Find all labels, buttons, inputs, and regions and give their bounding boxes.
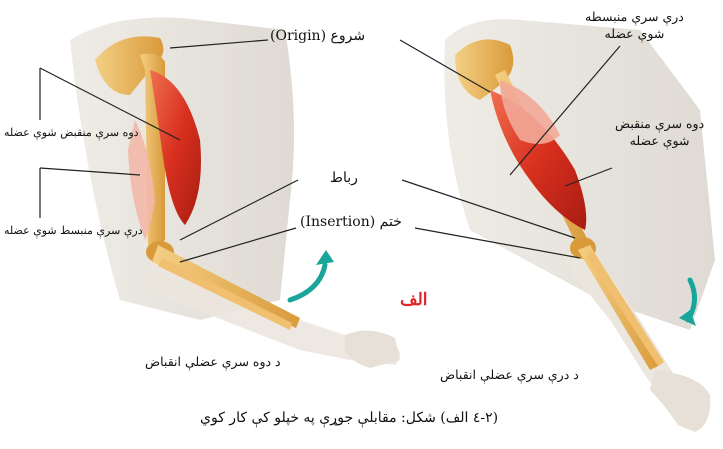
biceps-left-label: دوه سرې منقبض شوې عضله	[4, 126, 139, 139]
left-flexion-arrowhead	[316, 250, 334, 265]
triceps-right-label: درې سرې منبسطه شوې عضله	[585, 8, 684, 42]
right-hand-silhouette	[650, 370, 710, 432]
figure-caption: (۲-٤ الف) شکل: مقابلې جوړې په خپلو کې کا…	[200, 410, 498, 426]
right-caption: د درې سرې عضلې انقباض	[440, 367, 579, 382]
panel-marker: الف	[400, 290, 428, 310]
biceps-right-label: دوه سرې منقبض شوې عضله	[615, 115, 704, 149]
triceps-left-label: درې سرې منبسط شوې عضله	[4, 224, 143, 237]
origin-label: شروع (Origin)	[270, 28, 365, 44]
ligament-label: رباط	[330, 170, 358, 186]
biceps-right-label-line2: شوې عضله	[615, 132, 704, 149]
left-flexion-arrow	[290, 265, 325, 300]
left-arm-figure	[70, 18, 400, 369]
triceps-right-label-line1: درې سرې منبسطه	[585, 8, 684, 25]
insertion-label: ختم (Insertion)	[300, 214, 402, 230]
biceps-right-label-line1: دوه سرې منقبض	[615, 115, 704, 132]
left-caption: د دوه سرې عضلې انقباض	[145, 354, 281, 369]
triceps-right-label-line2: شوې عضله	[585, 25, 684, 42]
